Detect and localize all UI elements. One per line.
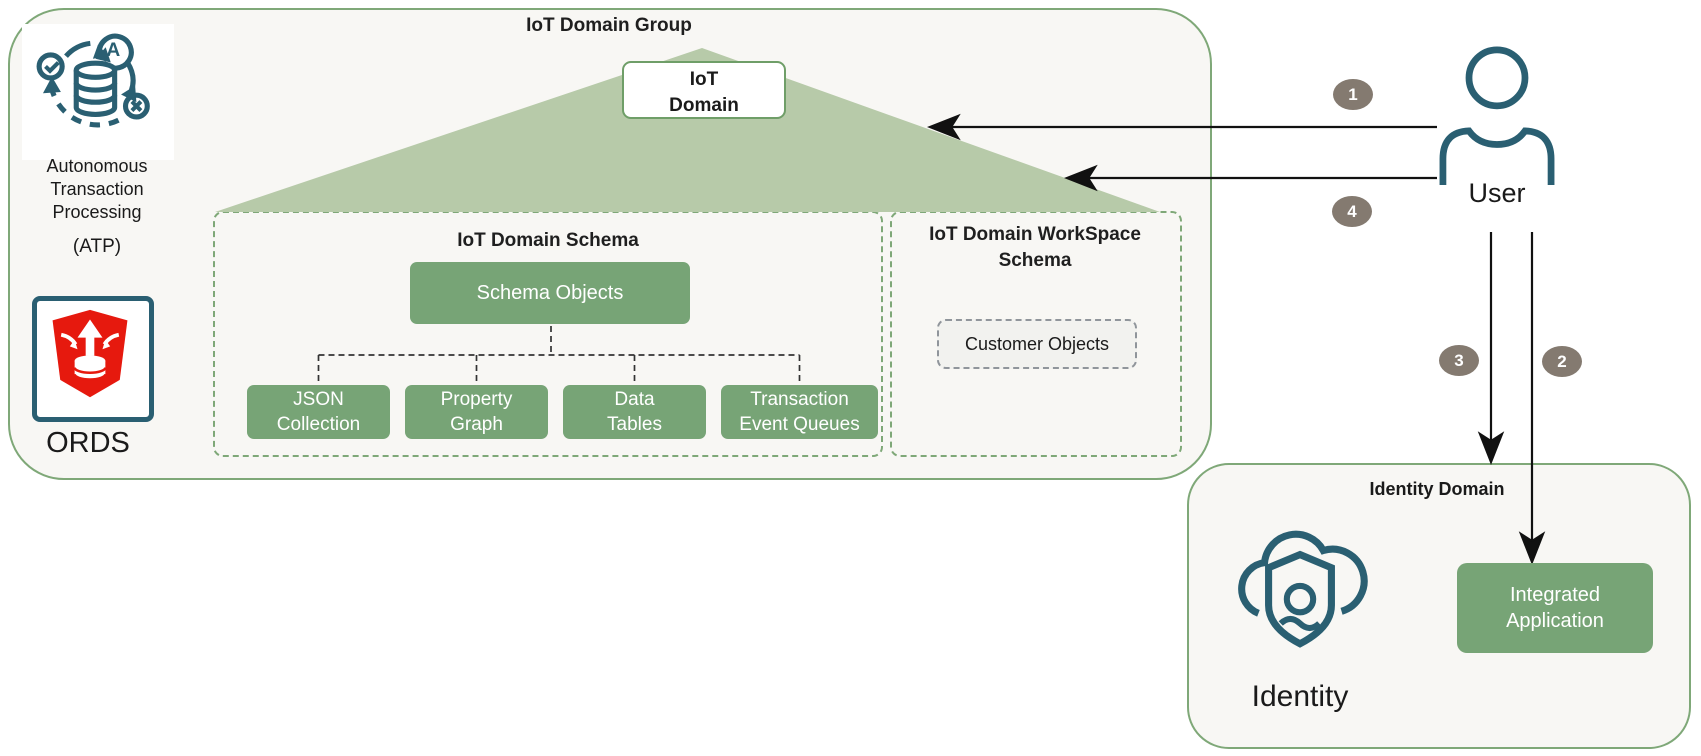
integrated-application-box: Integrated Application xyxy=(1457,563,1653,653)
arrow-step3-head xyxy=(1477,431,1505,466)
flow-badge-3: 3 xyxy=(1439,345,1479,376)
ords-icon xyxy=(52,309,128,398)
arrow-step4-head xyxy=(1063,164,1098,192)
ords-label: ORDS xyxy=(46,427,130,459)
iot-domain-group-title: IoT Domain Group xyxy=(526,15,692,36)
atp-label: Autonomous Transaction Processing xyxy=(46,156,148,222)
fanout-triangle xyxy=(215,48,1160,212)
atp-abbr-label: (ATP) xyxy=(72,236,122,257)
arrow-step2-head xyxy=(1518,531,1546,566)
flow-badge-1: 1 xyxy=(1333,79,1373,110)
property-graph-box: Property Graph xyxy=(405,385,548,439)
data-tables-box: Data Tables xyxy=(563,385,706,439)
autonomous-database-icon: A xyxy=(36,33,150,128)
user-icon xyxy=(1439,46,1555,185)
customer-objects-box: Customer Objects xyxy=(937,319,1137,369)
transaction-event-queues-box: Transaction Event Queues xyxy=(721,385,878,439)
flow-badge-4: 4 xyxy=(1332,196,1372,227)
iot-domain-box: IoT Domain xyxy=(622,61,786,119)
identity-label: Identity xyxy=(1251,680,1349,713)
json-collection-box: JSON Collection xyxy=(247,385,390,439)
arrow-step1-head xyxy=(926,113,961,141)
schema-connector-lines xyxy=(317,326,801,385)
svg-text:A: A xyxy=(106,40,120,61)
iot-domain-schema-title: IoT Domain Schema xyxy=(457,230,639,251)
identity-domain-title: Identity Domain xyxy=(1369,479,1505,499)
schema-objects-box: Schema Objects xyxy=(410,262,690,324)
identity-cloud-shield-icon xyxy=(1238,530,1368,648)
user-label: User xyxy=(1468,178,1526,208)
flow-badge-2: 2 xyxy=(1542,346,1582,377)
workspace-schema-title: IoT Domain WorkSpace Schema xyxy=(929,224,1141,271)
